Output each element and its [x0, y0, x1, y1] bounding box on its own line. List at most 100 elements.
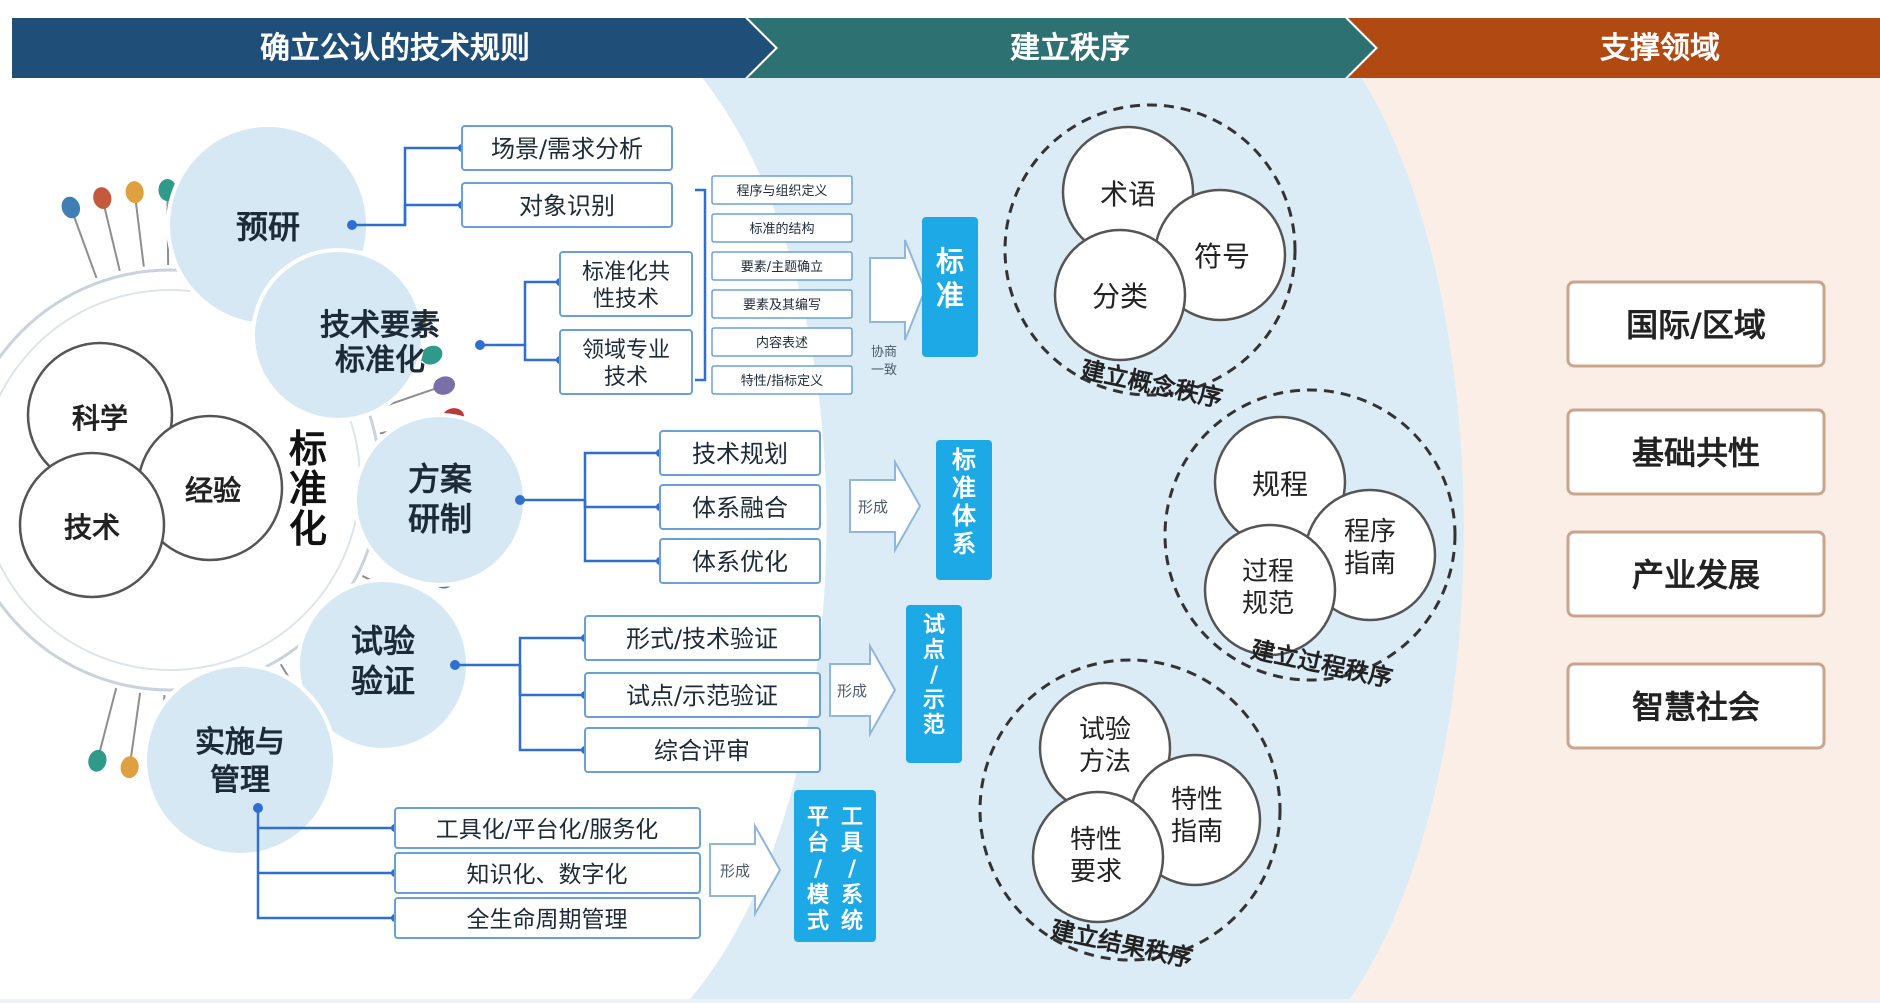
item-box-common	[559, 251, 693, 317]
verify-items: 形式/技术验证 试点/示范验证 综合评审	[584, 615, 821, 773]
inner-circles: 科学 经验 技术	[18, 341, 284, 599]
core-char-1: 标	[289, 427, 327, 471]
small-item-1: 程序与组织定义	[736, 184, 827, 199]
process-rule: 规程	[1252, 468, 1308, 501]
item-domain-line1: 领域专业	[582, 338, 670, 363]
result-guide-line1: 特性	[1171, 785, 1223, 815]
ring-dot	[88, 749, 107, 772]
domain-basic: 基础共性	[1632, 434, 1760, 472]
ring-spoke	[96, 687, 118, 762]
item-box-object	[461, 182, 673, 228]
ring-spoke	[128, 692, 142, 768]
process-guide-line1: 程序	[1344, 517, 1396, 547]
experience-label: 经验	[185, 474, 241, 507]
form-arrow-3	[829, 642, 897, 738]
result-guide-line2: 指南	[1171, 817, 1223, 847]
dot-tech	[475, 340, 485, 350]
item-scenario: 场景/需求分析	[491, 135, 643, 163]
core-char-2: 准	[289, 467, 327, 511]
note-coordinate-2: 一致	[871, 363, 897, 378]
dot-verify	[450, 660, 460, 670]
concept-order-ring	[1003, 103, 1297, 397]
domain-smart: 智慧社会	[1632, 688, 1760, 726]
small-item-5: 内容表述	[756, 335, 808, 351]
small-item-2: 标准的结构	[749, 221, 814, 237]
badge-pilot	[906, 605, 962, 763]
process-order-ring	[1163, 388, 1457, 682]
domain-international: 国际/区域	[1626, 306, 1766, 344]
connector-scheme-1	[520, 451, 660, 502]
result-req-line2: 要求	[1070, 857, 1122, 887]
stage-scheme-line1: 方案	[408, 460, 473, 498]
impl-item-2: 知识化、数字化	[467, 862, 628, 888]
tech-element-items: 标准化共 性技术 领域专业 技术	[559, 251, 693, 395]
form-arrow-2	[849, 458, 922, 554]
result-order-ring	[978, 658, 1282, 962]
form-arrow-1	[869, 239, 927, 341]
domain-box-basic	[1566, 408, 1826, 496]
item-box-domain	[559, 329, 693, 395]
ring-dot	[433, 376, 456, 395]
stage-impl-line2: 管理	[210, 763, 270, 798]
dot-scheme	[515, 495, 525, 505]
scheme-item-3: 体系优化	[692, 548, 788, 576]
ring-dot	[61, 196, 81, 219]
technology-circle	[18, 451, 166, 599]
form-label-3: 形成	[837, 682, 867, 700]
badge-system-text: 标准体系	[952, 446, 977, 558]
stage-impl-line1: 实施与	[195, 725, 285, 760]
output-badges: 标准 标准体系 试点/示范 工具/系统 平台/模式	[794, 217, 992, 942]
stage-tech-element-line1: 技术要素	[320, 308, 440, 343]
small-box-3	[711, 251, 853, 281]
concept-class: 分类	[1092, 280, 1148, 313]
badge-tools-line1: 工具/系统	[841, 805, 863, 934]
technology-label: 技术	[64, 511, 120, 544]
verify-box-2	[584, 672, 821, 718]
header-middle-chevron	[748, 18, 1375, 78]
stage-tech-element-line2: 标准化	[335, 343, 425, 378]
concept-symbol: 符号	[1194, 240, 1250, 273]
form-arrows: 形成 形成 形成	[709, 239, 927, 918]
badge-system	[936, 440, 992, 580]
impl-item-3: 全生命周期管理	[467, 907, 628, 933]
ring-spoke	[69, 207, 98, 279]
stage-preresearch-label: 预研	[236, 208, 300, 246]
badge-tools	[794, 790, 876, 942]
impl-box-2	[394, 852, 701, 894]
result-req-line1: 特性	[1070, 825, 1122, 855]
item-domain-line2: 技术	[604, 365, 648, 390]
item-box-scenario	[461, 125, 673, 171]
verify-item-3: 综合评审	[654, 737, 750, 765]
connector-verify-3	[518, 665, 585, 752]
ring-dot	[421, 345, 443, 365]
core-char-3: 化	[289, 507, 327, 551]
result-method-line1: 试验	[1079, 715, 1131, 745]
process-guide-line2: 指南	[1344, 549, 1396, 579]
badge-standard-text: 标准	[936, 245, 964, 312]
header-left-chevron	[12, 18, 775, 78]
form-label-4: 形成	[720, 862, 750, 880]
stage-scheme-line2: 研制	[408, 500, 472, 538]
scheme-box-2	[659, 484, 821, 530]
scheme-item-2: 体系融合	[692, 494, 788, 522]
stage-verify-line2: 验证	[351, 662, 415, 700]
ring-spoke	[133, 192, 145, 267]
dot-impl	[253, 803, 263, 813]
form-arrow-4	[709, 822, 782, 918]
preresearch-items: 场景/需求分析 对象识别	[461, 125, 673, 228]
header-left-title: 确立公认的技术规则	[260, 31, 530, 66]
domain-industry: 产业发展	[1632, 556, 1760, 594]
small-box-6	[711, 365, 853, 395]
concept-class-circle	[1053, 228, 1187, 362]
scheme-item-1: 技术规划	[692, 440, 788, 468]
verify-item-2: 试点/示范验证	[626, 682, 778, 710]
badge-pilot-text: 试点/示范	[923, 613, 945, 738]
result-req-circle	[1031, 790, 1165, 924]
ring-spoke	[101, 197, 121, 272]
domain-box-international	[1566, 280, 1826, 368]
small-box-5	[711, 327, 853, 357]
result-order: 试验 方法 特性 指南 特性 要求 建立结果秩序	[978, 658, 1282, 973]
core-center-label: 标 准 化	[289, 427, 327, 551]
small-item-4: 要素及其编写	[743, 298, 821, 313]
